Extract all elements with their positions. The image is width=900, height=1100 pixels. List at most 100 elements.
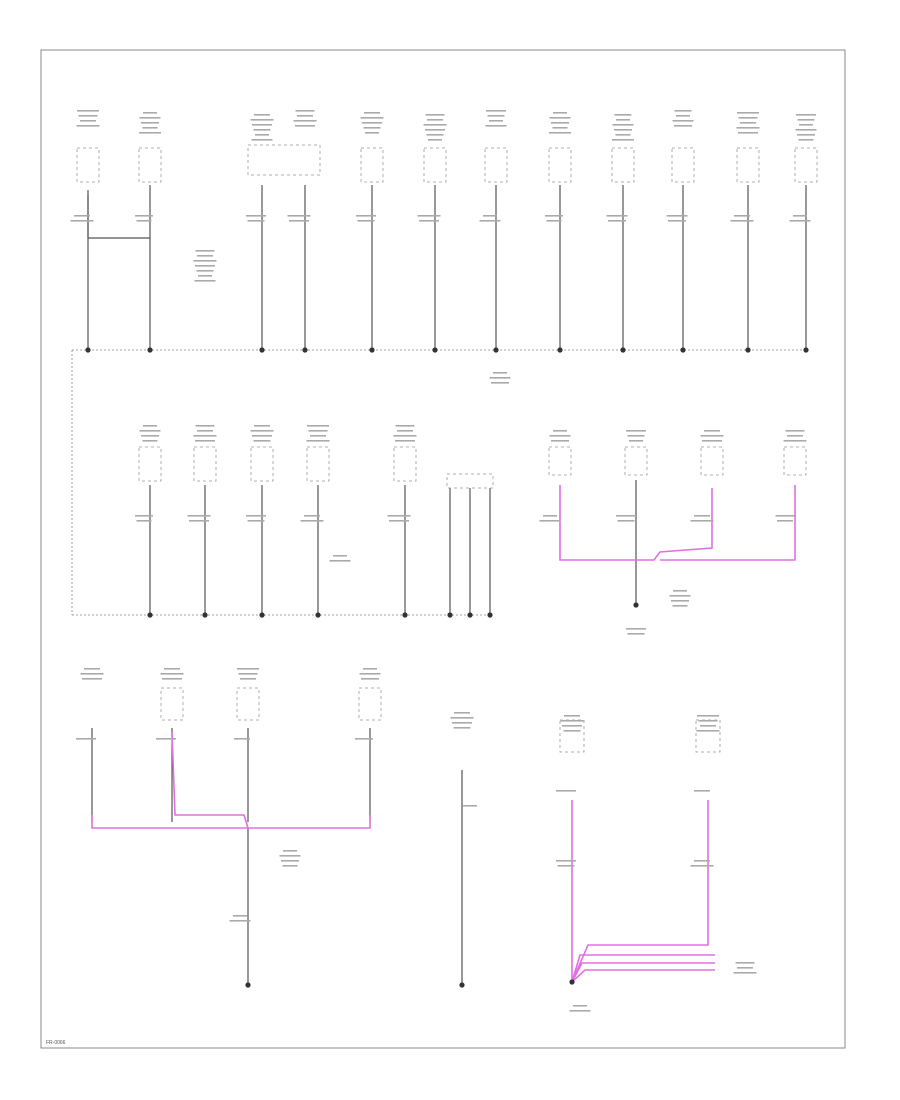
connector-box-r1-4 — [360, 147, 384, 183]
component-label-r1-9 — [672, 110, 694, 127]
component-label-r3-center — [450, 712, 474, 729]
label-text-stroke — [627, 435, 645, 437]
ground-point-r1-0 — [85, 347, 91, 353]
label-text-stroke — [669, 595, 691, 597]
ground-point-r2-0 — [147, 612, 153, 618]
label-text-stroke — [310, 435, 326, 437]
wire-color-label-r3-1 — [156, 738, 176, 740]
shield-wire-r3-inner — [171, 731, 249, 829]
component-label-r1-6 — [485, 110, 507, 127]
label-text-stroke — [487, 115, 505, 117]
label-text-stroke — [233, 915, 247, 917]
label-text-stroke — [306, 440, 330, 442]
label-text-stroke — [608, 220, 626, 222]
label-text-stroke — [737, 967, 753, 969]
label-text-stroke — [252, 435, 272, 437]
label-text-stroke — [417, 215, 441, 217]
label-text-stroke — [198, 275, 212, 277]
label-text-stroke — [247, 520, 265, 522]
label-text-stroke — [252, 124, 272, 126]
label-text-stroke — [304, 515, 320, 517]
label-text-stroke — [238, 673, 258, 675]
label-text-stroke — [77, 110, 99, 112]
label-text-stroke — [84, 668, 100, 670]
label-text-stroke — [195, 250, 215, 252]
component-label-r2-2 — [250, 425, 274, 442]
label-text-stroke — [454, 712, 470, 714]
label-text-stroke — [295, 110, 315, 112]
label-text-stroke — [479, 220, 501, 222]
component-label-r2-3 — [306, 425, 330, 442]
label-text-stroke — [361, 678, 379, 680]
label-text-stroke — [543, 515, 557, 517]
label-text-stroke — [360, 117, 384, 119]
label-text-stroke — [428, 139, 442, 141]
ground-note-r3r — [569, 1005, 591, 1012]
label-text-stroke — [672, 120, 694, 122]
label-text-stroke — [197, 430, 213, 432]
label-text-stroke — [229, 920, 251, 922]
component-label-r2-0 — [139, 425, 161, 442]
label-text-stroke — [673, 590, 687, 592]
splice-note-r2r — [669, 590, 691, 607]
connector-box-r2-2 — [250, 446, 274, 482]
label-text-stroke — [397, 430, 413, 432]
label-text-stroke — [253, 440, 271, 442]
connector-box-r1-1 — [138, 147, 162, 183]
connector-box-r3r-1 — [695, 719, 721, 753]
label-text-stroke — [616, 119, 630, 121]
label-text-stroke — [393, 435, 417, 437]
label-text-stroke — [463, 805, 477, 807]
label-text-stroke — [250, 119, 274, 121]
ground-point-r2-3 — [315, 612, 321, 618]
label-text-stroke — [549, 435, 571, 437]
label-text-stroke — [142, 127, 158, 129]
label-text-stroke — [615, 134, 631, 136]
label-text-stroke — [187, 515, 211, 517]
connector-box-shared-r1 — [247, 144, 321, 176]
label-text-stroke — [195, 265, 215, 267]
shield-wire-r3-bottom — [91, 815, 371, 829]
label-text-stroke — [797, 134, 815, 136]
connector-box-r2-0 — [138, 446, 162, 482]
label-text-stroke — [795, 129, 817, 131]
label-text-stroke — [253, 129, 271, 131]
label-text-stroke — [139, 132, 161, 134]
wire-color-label-r3r-1 — [694, 790, 710, 792]
label-text-stroke — [730, 220, 754, 222]
splice-note-r3 — [279, 850, 301, 867]
wire-color-label-r1-11 — [789, 215, 811, 222]
component-label-r1-1 — [139, 112, 161, 134]
component-label-r3-1 — [160, 668, 184, 680]
label-text-stroke — [333, 555, 347, 557]
label-text-stroke — [668, 220, 686, 222]
label-text-stroke — [569, 1010, 591, 1012]
label-text-stroke — [162, 678, 182, 680]
label-text-stroke — [698, 720, 718, 722]
component-label-r2r-0 — [549, 430, 571, 442]
wire-color-label-r1-3 — [287, 215, 311, 222]
label-text-stroke — [798, 139, 814, 141]
component-label-r2r-2 — [700, 430, 724, 442]
label-text-stroke — [734, 215, 750, 217]
label-text-stroke — [489, 377, 511, 379]
wire-color-label-r2r-1 — [616, 515, 636, 522]
label-text-stroke — [195, 425, 215, 427]
wire-color-label-r2r-0 — [539, 515, 561, 522]
ground-point-r1-9 — [680, 347, 686, 353]
label-text-stroke — [483, 215, 497, 217]
label-text-stroke — [357, 220, 375, 222]
label-text-stroke — [362, 122, 382, 124]
label-text-stroke — [356, 215, 376, 217]
label-text-stroke — [293, 120, 317, 122]
label-text-stroke — [307, 425, 329, 427]
component-label-r1-2 — [250, 114, 274, 141]
label-text-stroke — [195, 440, 215, 442]
label-text-stroke — [196, 270, 214, 272]
label-text-stroke — [287, 215, 311, 217]
label-text-stroke — [690, 520, 714, 522]
connector-box-r3-3 — [358, 687, 382, 721]
label-text-stroke — [614, 129, 632, 131]
wire-color-label-r1-8 — [606, 215, 628, 222]
label-text-stroke — [395, 440, 415, 442]
